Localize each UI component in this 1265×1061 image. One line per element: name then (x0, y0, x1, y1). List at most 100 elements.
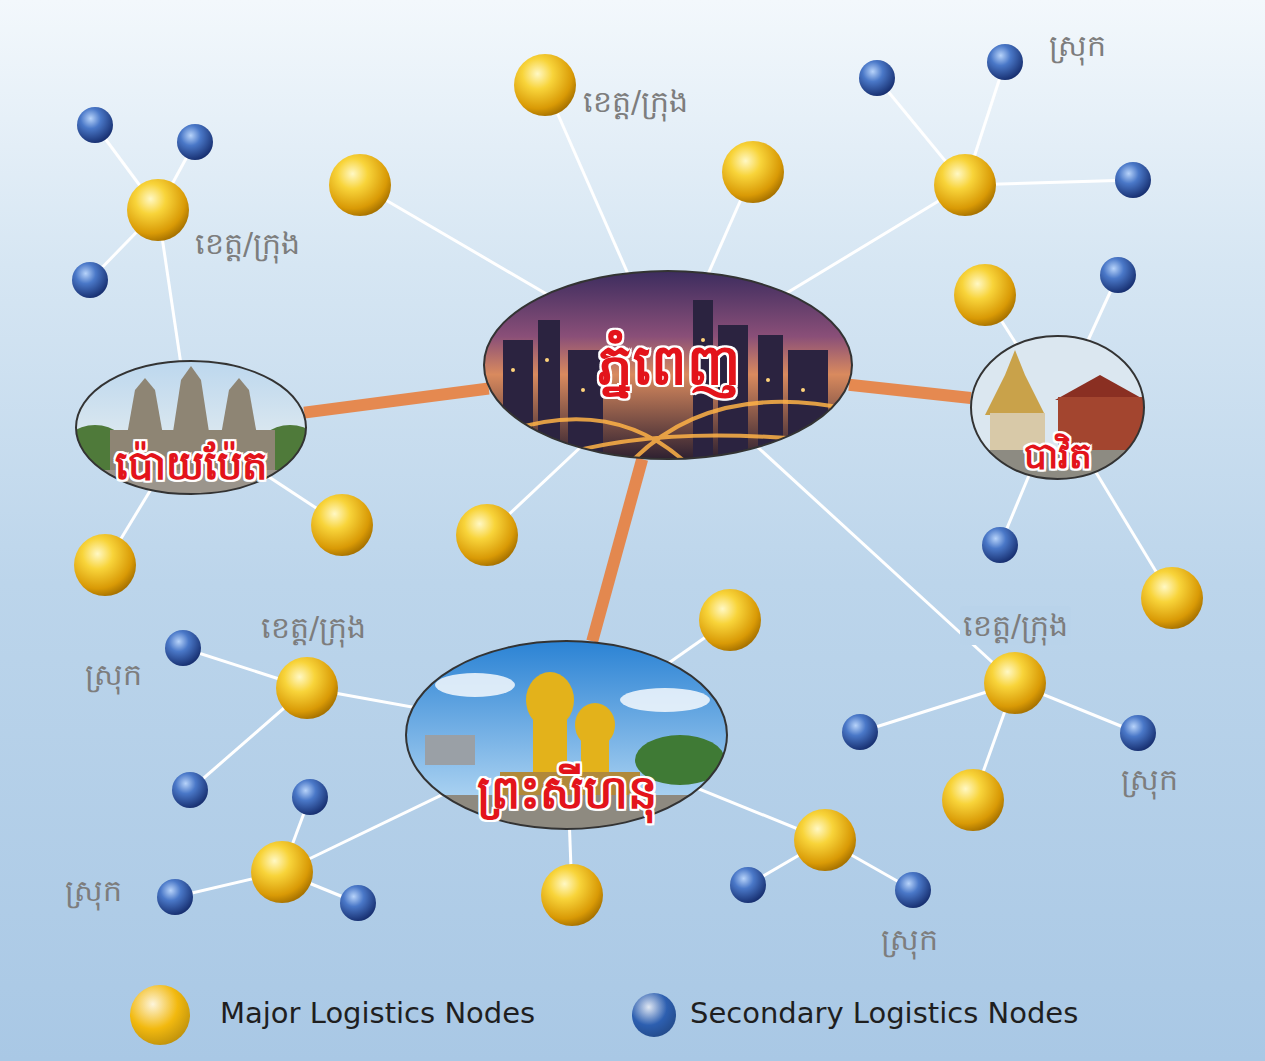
lion-statues (526, 672, 615, 778)
secondary-ball (1120, 715, 1156, 751)
legend-anchor: Major Logistics Nodes (220, 996, 535, 1031)
secondary-ball (292, 779, 328, 815)
sky (405, 640, 728, 830)
light (801, 388, 805, 392)
building (503, 340, 533, 460)
white-links (90, 62, 1172, 903)
hub-border (76, 361, 306, 494)
hub-border (484, 271, 852, 459)
secondary-ball (1115, 162, 1151, 198)
secondary-ball (842, 714, 878, 750)
major-ball (276, 657, 338, 719)
cloud (435, 673, 515, 697)
light (545, 358, 549, 362)
sky (75, 360, 307, 495)
building-scene (970, 335, 1145, 480)
secondary-ball (77, 107, 113, 143)
major-ball (311, 494, 373, 556)
hub-sihanoukville: ព្រះសីហនុ (405, 640, 728, 830)
label-anchor: ស្រុក (62, 871, 125, 910)
hub-border (971, 336, 1144, 479)
major-ball (722, 141, 784, 203)
label-anchor: ខេត្ត/ក្រុង (258, 608, 369, 647)
hub-border (406, 641, 727, 829)
hub-phnom-penh: ភ្នំពេញ (483, 270, 853, 460)
major-ball (942, 769, 1004, 831)
gate-tower (127, 378, 163, 435)
hub-link (304, 388, 489, 412)
cloud (620, 688, 710, 712)
major-ball (934, 154, 996, 216)
secondary-ball (177, 124, 213, 160)
place-label: ស្រុក (1118, 760, 1181, 799)
major-balls (74, 54, 1203, 926)
billboard (425, 735, 475, 765)
secondary-ball (730, 867, 766, 903)
lion-scene (405, 640, 728, 830)
hub-link (849, 385, 971, 398)
major-ball (127, 179, 189, 241)
label-anchor: ស្រុក (1046, 26, 1109, 65)
label-anchor: ស្រុក (1118, 760, 1181, 799)
place-label: ស្រុក (1046, 26, 1109, 65)
place-label: ខេត្ត/ក្រុង (192, 224, 303, 263)
secondary-ball (340, 885, 376, 921)
secondary-ball (987, 44, 1023, 80)
major-ball (794, 809, 856, 871)
hub-poipet: ប៉ោយប៉ែត (75, 360, 307, 495)
legend-swatch (632, 993, 676, 1037)
legend-text: Major Logistics Nodes (220, 996, 535, 1031)
sky (483, 270, 853, 460)
label-anchor: ស្រុក (878, 920, 941, 959)
major-ball (74, 534, 136, 596)
hub-link (592, 459, 642, 641)
hub-name: ព្រះសីហនុ (477, 766, 657, 819)
gate-tower (221, 378, 257, 435)
gate-tower (173, 366, 209, 432)
major-ball (984, 652, 1046, 714)
city-scene (483, 270, 853, 460)
major-ball (541, 864, 603, 926)
hub-bavet: បាវិត (970, 335, 1145, 480)
building-roof (1055, 375, 1145, 400)
legend-anchor: Secondary Logistics Nodes (690, 996, 1078, 1031)
major-ball (954, 264, 1016, 326)
major-ball (514, 54, 576, 116)
label-anchor: ខេត្ត/ក្រុង (192, 224, 303, 263)
major-ball (329, 154, 391, 216)
secondary-ball (172, 772, 208, 808)
hub-name: ប៉ោយប៉ែត (115, 442, 267, 488)
major-ball (456, 504, 518, 566)
place-label: ស្រុក (62, 871, 125, 910)
secondary-balls (72, 44, 1156, 921)
label-anchor: ខេត្ត/ក្រុង (960, 606, 1071, 645)
hub-name: បាវិត (1024, 435, 1092, 476)
secondary-ball (165, 630, 201, 666)
secondary-ball (1100, 257, 1136, 293)
sky (970, 335, 1145, 480)
legend-swatch (130, 985, 190, 1045)
major-ball (251, 841, 313, 903)
major-ball (1141, 567, 1203, 629)
place-label: ខេត្ត/ក្រុង (580, 82, 691, 121)
label-anchor: ខេត្ត/ក្រុង (580, 82, 691, 121)
place-label: ស្រុក (82, 655, 145, 694)
major-ball (699, 589, 761, 651)
secondary-ball (157, 879, 193, 915)
secondary-ball (982, 527, 1018, 563)
secondary-ball (895, 872, 931, 908)
place-label: ស្រុក (878, 920, 941, 959)
place-label: ខេត្ត/ក្រុង (258, 608, 369, 647)
light (511, 368, 515, 372)
building (758, 335, 783, 460)
light (581, 388, 585, 392)
secondary-ball (859, 60, 895, 96)
place-label: ខេត្ត/ក្រុង (960, 606, 1071, 645)
secondary-ball (72, 262, 108, 298)
light (766, 378, 770, 382)
gate-scene (75, 360, 307, 495)
hub-name: ភ្នំពេញ (597, 333, 740, 397)
